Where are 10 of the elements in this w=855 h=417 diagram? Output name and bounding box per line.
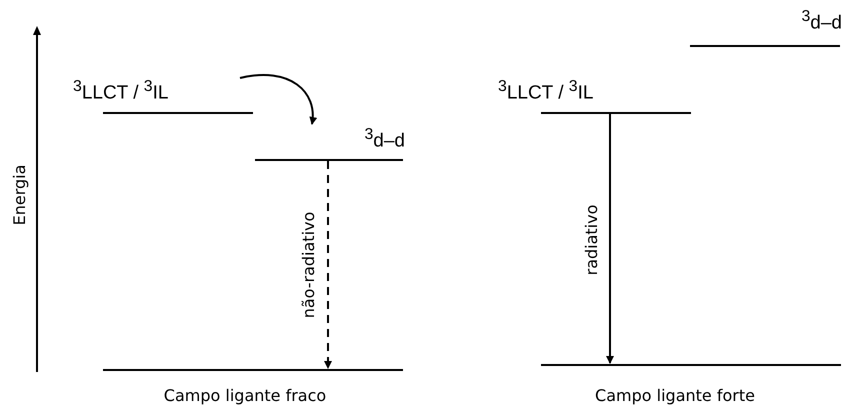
panel-caption: Campo ligante fraco	[164, 386, 326, 405]
state-label: $^{3}$d–d	[364, 125, 405, 152]
axis-label: Energia	[11, 164, 29, 226]
state-label: $^{3}$LLCT / $^{3}$IL	[498, 77, 594, 104]
arrow	[606, 114, 614, 364]
curved-arrow	[240, 74, 317, 125]
panel-caption: Campo ligante forte	[595, 386, 755, 405]
state-label: $^{3}$LLCT / $^{3}$IL	[73, 77, 168, 104]
state-label: $^{3}$d–d	[801, 7, 842, 34]
dashed-arrow	[324, 161, 332, 369]
